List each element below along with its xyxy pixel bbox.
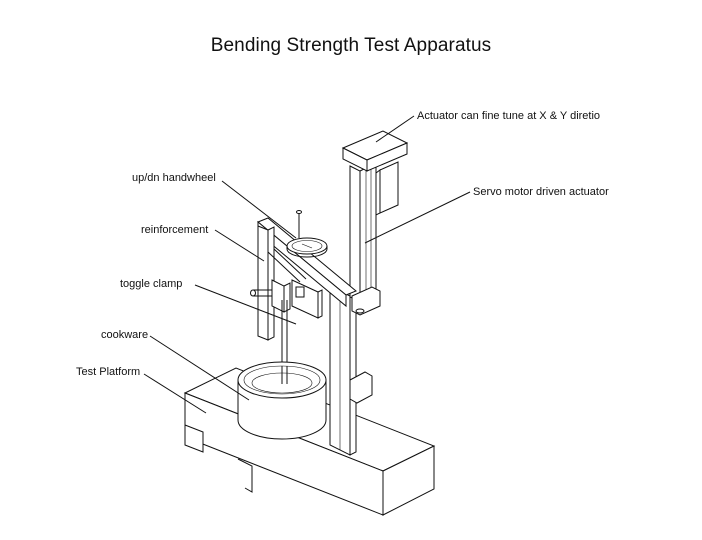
label-actuator: Actuator can fine tune at X & Y diretio	[417, 110, 601, 122]
servo-actuator	[341, 130, 409, 316]
leader-lines	[143, 115, 471, 414]
label-cookware: cookware	[101, 329, 149, 341]
label-servo-motor: Servo motor driven actuator	[473, 186, 609, 198]
cookware	[237, 361, 327, 440]
label-test-platform: Test Platform	[76, 366, 141, 378]
handwheel	[286, 210, 328, 258]
diagram-title: Bending Strength Test Apparatus	[210, 35, 492, 56]
toggle-clamp	[250, 279, 323, 382]
vertical-column	[329, 285, 373, 456]
label-reinforcement: reinforcement	[141, 224, 209, 236]
label-toggle-clamp: toggle clamp	[120, 278, 183, 290]
label-handwheel: up/dn handwheel	[132, 172, 216, 184]
